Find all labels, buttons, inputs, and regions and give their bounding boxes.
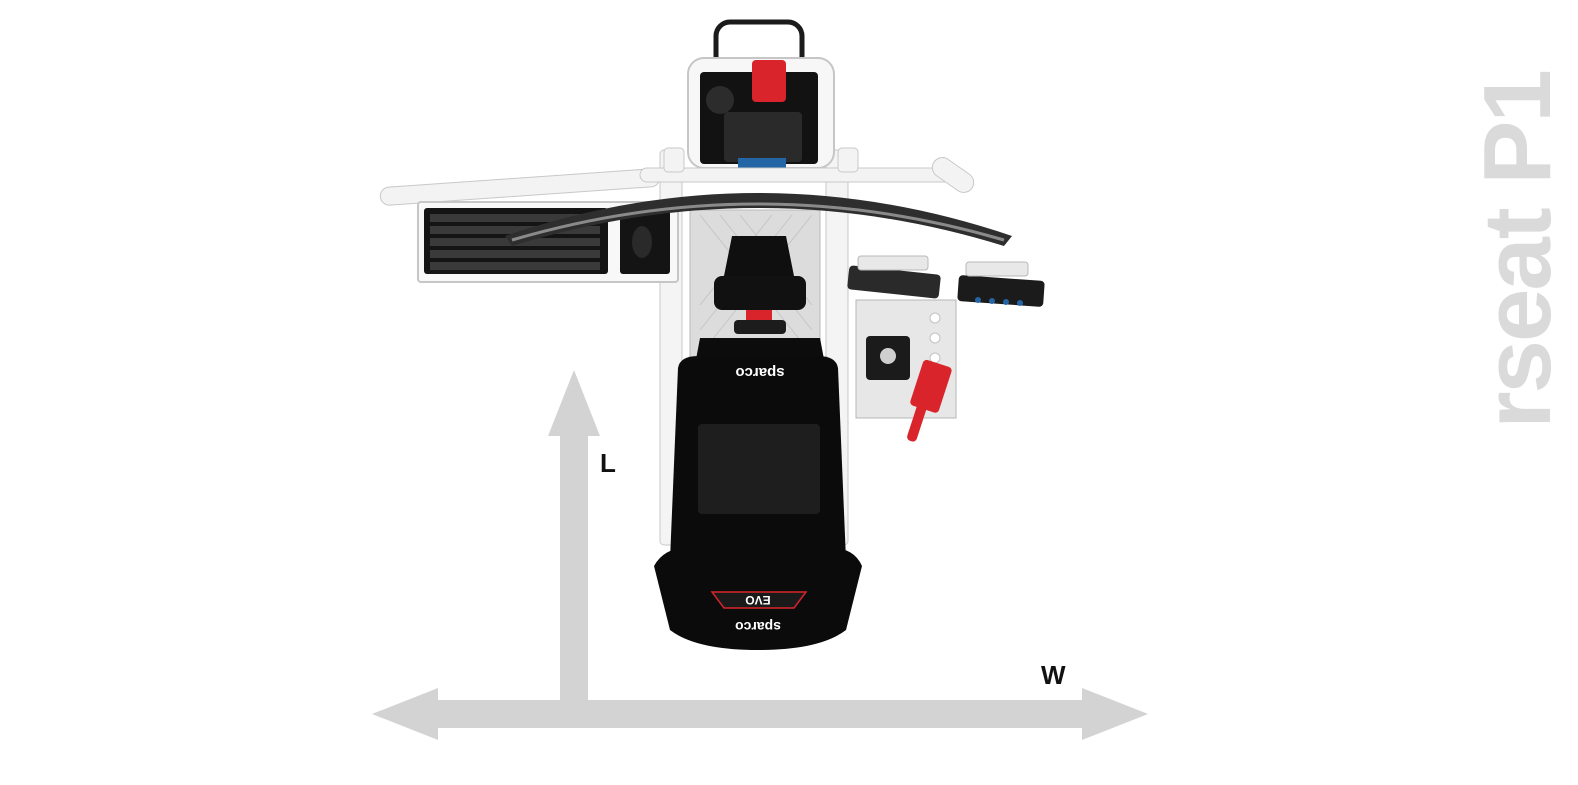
handbrake bbox=[910, 359, 952, 413]
wheel-base bbox=[714, 236, 806, 334]
length-label: L bbox=[600, 448, 616, 478]
rear-mount-panel bbox=[687, 19, 835, 169]
seat-model: EVO bbox=[745, 593, 770, 607]
racing-seat: sparco EVO sparco bbox=[654, 338, 862, 650]
length-arrow bbox=[548, 370, 600, 720]
width-arrow bbox=[372, 688, 1148, 740]
mouse bbox=[632, 226, 652, 258]
side-arm-frame bbox=[379, 147, 975, 206]
product-name: rseat P1 bbox=[1464, 71, 1571, 429]
seat-brand-bottom: sparco bbox=[735, 619, 781, 635]
simulator-top-view: sparco EVO sparco bbox=[372, 19, 1148, 740]
red-motor-part bbox=[752, 60, 786, 102]
seat-brand-top: sparco bbox=[735, 364, 784, 381]
shifter-handbrake-plate bbox=[855, 299, 957, 442]
button-boxes bbox=[847, 255, 1045, 307]
width-label: W bbox=[1041, 660, 1066, 690]
dimension-arrows bbox=[372, 370, 1148, 740]
curved-monitor bbox=[505, 193, 1012, 246]
